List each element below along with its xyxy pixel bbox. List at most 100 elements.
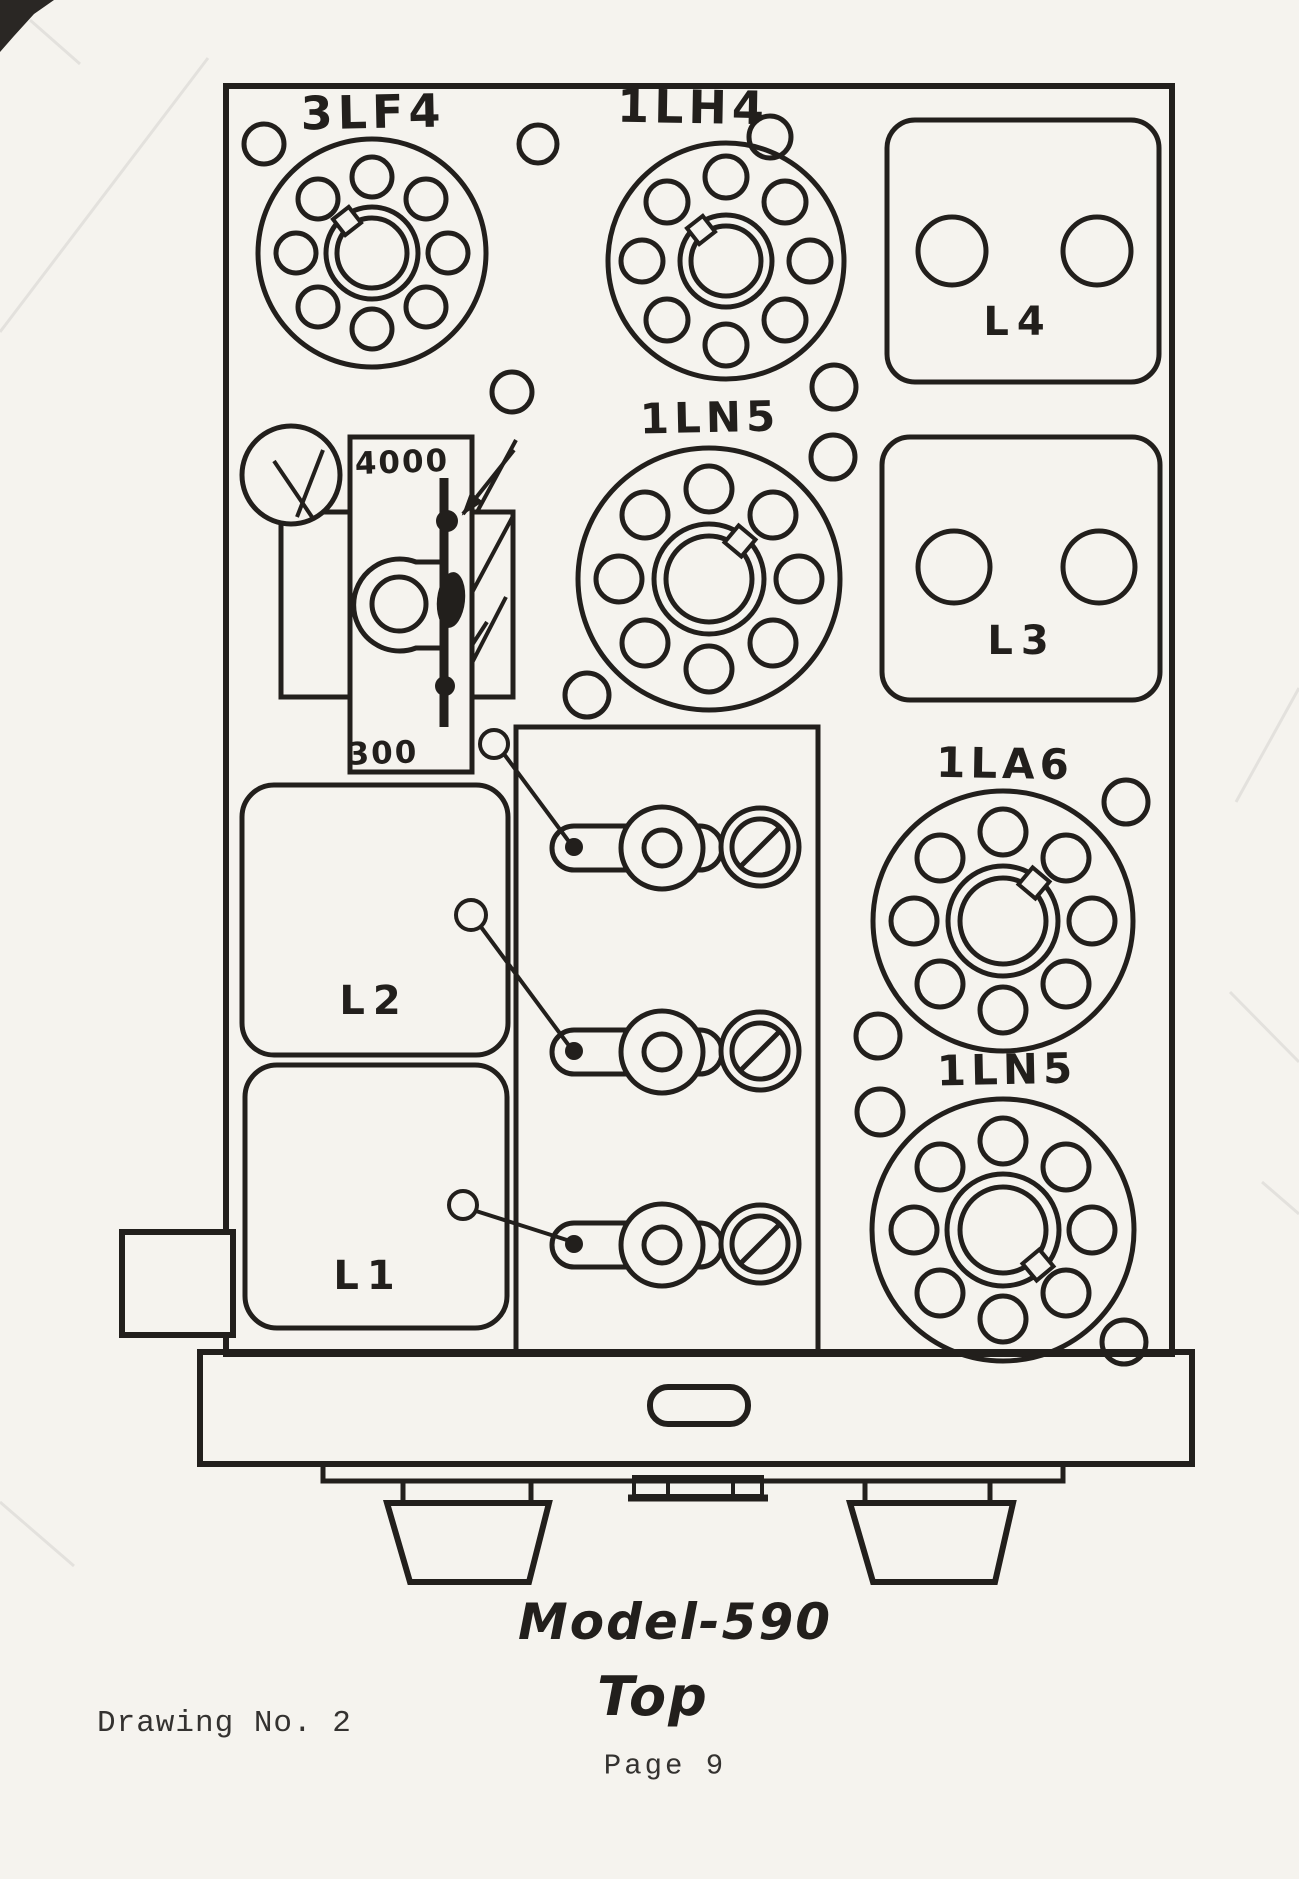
view-label: Top (597, 1665, 709, 1728)
socket-key-notch (1015, 864, 1053, 902)
socket-pin-hole (349, 306, 395, 352)
socket-rim (255, 136, 489, 370)
tube-label-1lh4: 1LH4 (616, 78, 770, 136)
screw-slot (738, 1222, 782, 1266)
coil-can-l4 (884, 117, 1162, 385)
socket-hub-inner (688, 223, 764, 299)
socket-pin-hole (977, 984, 1029, 1036)
socket-key-notch (330, 204, 364, 238)
socket-pin-hole (761, 178, 809, 226)
socket-hub-inner (334, 215, 410, 291)
coil-can-l3-hole (1060, 528, 1138, 606)
coil-label-l1: L1 (333, 1253, 403, 1299)
chassis-hole (746, 113, 794, 161)
chassis-hole (241, 121, 287, 167)
socket-pin-hole (1040, 958, 1092, 1010)
socket-pin-hole (1066, 895, 1118, 947)
socket-pin-hole (702, 153, 750, 201)
socket-hub-inner (957, 875, 1049, 967)
socket-key-notch (684, 213, 718, 247)
chassis-holes (241, 113, 1151, 1367)
tube-socket-1ln5-mid (575, 445, 843, 713)
chassis-hole (1101, 777, 1151, 827)
trimmer-value-max: 4000 (354, 442, 450, 483)
shaft-solder-dot (435, 676, 455, 696)
chassis-hole (516, 122, 560, 166)
coil-can-l4-hole (1060, 214, 1134, 288)
right-foot (846, 1481, 1017, 1585)
terminal-strip (549, 1008, 802, 1096)
chassis-hole (853, 1011, 903, 1061)
socket-key-notch (1019, 1246, 1057, 1284)
tube-label-1ln5-bottom: 1LN5 (936, 1043, 1078, 1096)
socket-pin-hole (643, 178, 691, 226)
coil-can-l1 (242, 1062, 510, 1331)
socket-pin-hole (273, 230, 319, 276)
socket-pin-hole (683, 463, 735, 515)
corner-scan-artifact (0, 0, 54, 52)
page-number: Page 9 (603, 1749, 727, 1783)
coil-label-l4: L4 (983, 299, 1053, 345)
coil-label-l2: L2 (339, 978, 409, 1024)
leader-callouts (447, 728, 572, 1243)
socket-hub-inner (663, 533, 755, 625)
socket-pin-hole (977, 1293, 1029, 1345)
base-lip (320, 1461, 1066, 1484)
chassis-hole (809, 362, 859, 412)
coil-can-l3-hole (915, 528, 993, 606)
terminal-strip (549, 1201, 802, 1289)
chassis-hole (562, 670, 612, 720)
tube-socket-1ln5-bottom (869, 1096, 1137, 1364)
mounting-screw-head (729, 816, 791, 878)
dial-lamp-grommet (239, 423, 343, 527)
socket-hub-outer (944, 1171, 1062, 1289)
base-apron (197, 1349, 1195, 1467)
socket-rim (575, 445, 843, 713)
socket-pin-hole (619, 489, 671, 541)
mounting-screw-head (729, 1213, 791, 1275)
socket-pin-hole (1040, 832, 1092, 884)
socket-pin-hole (683, 643, 735, 695)
socket-rim (605, 140, 847, 382)
socket-pin-hole (619, 617, 671, 669)
terminal-boss-outer (618, 804, 706, 892)
tube-socket-3lf4 (255, 136, 489, 370)
coil-can-l3 (879, 434, 1163, 703)
socket-pin-hole (403, 176, 449, 222)
callout-line (479, 925, 572, 1049)
socket-hub-outer (651, 521, 767, 637)
terminal-boss-inner (641, 827, 683, 869)
trimmer-value-min: 300 (347, 734, 419, 773)
socket-pin-hole (786, 237, 834, 285)
terminal-strip (549, 804, 802, 892)
socket-pin-hole (643, 296, 691, 344)
callout-line (502, 752, 572, 845)
socket-hub-outer (323, 204, 421, 302)
center-connector-tabs (628, 1475, 768, 1502)
socket-pin-hole (349, 154, 395, 200)
socket-pin-hole (618, 237, 666, 285)
terminal-boss-outer (618, 1008, 706, 1096)
socket-pin-hole (403, 284, 449, 330)
socket-pin-hole (761, 296, 809, 344)
apron-slot (647, 1384, 751, 1427)
terminal-boss-inner (641, 1224, 683, 1266)
socket-pin-hole (295, 176, 341, 222)
socket-pin-hole (702, 321, 750, 369)
socket-hub-outer (945, 863, 1061, 979)
socket-pin-hole (295, 284, 341, 330)
trimmer-rotor-hole (369, 574, 429, 634)
wiper-arrow (461, 448, 516, 516)
socket-pin-hole (747, 617, 799, 669)
socket-pin-hole (914, 1141, 966, 1193)
callout-line (475, 1209, 571, 1243)
socket-pin-hole (1066, 1204, 1118, 1256)
grommet-wire-marks (272, 449, 325, 519)
coil-label-l3: L3 (987, 618, 1057, 664)
solder-lug-dot (565, 1235, 583, 1253)
socket-pin-hole (914, 1267, 966, 1319)
socket-hub-outer (677, 212, 775, 310)
socket-rim (869, 1096, 1137, 1364)
